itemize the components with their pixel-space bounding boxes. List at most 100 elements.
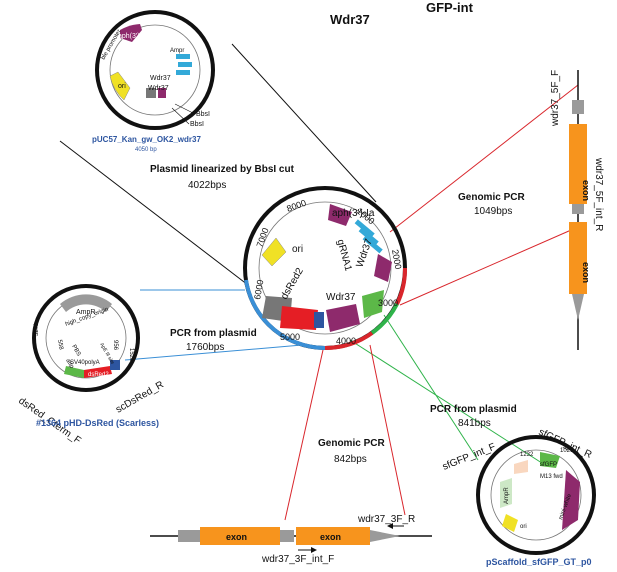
plasmid-center-green-arc xyxy=(370,303,399,335)
primer-wdr37-3f-r: wdr37_3F_R xyxy=(357,514,415,525)
plasmid-right-label-sfgfp: sfGFP xyxy=(540,462,557,468)
plasmid-top-label-ampr: Ampr xyxy=(170,48,184,54)
plasmid-right-label-1021: 1021 xyxy=(560,448,574,454)
genomic-pcr-lower-size: 842bps xyxy=(334,454,367,465)
plasmid-pcr-gfp-line-b xyxy=(349,339,546,466)
plasmid-top-label-ori: ori xyxy=(118,83,126,90)
center-label-wdr37-right: Wdr37 xyxy=(354,237,375,269)
gene-5f-exon-label-1: exon xyxy=(581,180,591,201)
plasmid-right-label-m13: M13 fwd xyxy=(540,474,563,480)
primer-wdr37-3f-int-f: wdr37_3F_int_F xyxy=(261,554,334,565)
plasmid-left-label-sv40: SV40polyA xyxy=(70,360,100,366)
linearization-line-right xyxy=(231,43,377,203)
plasmid-top-grna-feature-1 xyxy=(176,54,190,59)
plasmid-right-inner-ring xyxy=(490,449,582,541)
plasmid-left-ampr-feature xyxy=(60,294,112,312)
plasmid-left-label-dsred: dsRed2 xyxy=(88,372,109,378)
plasmid-right-label-1232: 1232 xyxy=(520,452,534,458)
gene-5f-end-arrow xyxy=(572,294,584,320)
genomic-pcr-5f-line-a xyxy=(389,84,579,233)
plasmid-left-label-1528: 1528 xyxy=(128,348,134,362)
primer-wdr37-5f-f: wdr37_5F_F xyxy=(550,70,561,127)
linearization-line-left xyxy=(59,140,249,286)
tick-2000: 2000 xyxy=(390,249,403,270)
plasmid-pcr-dsred-line-b xyxy=(124,344,303,361)
gene-5f-locus: exon exon wdr37_5F_F wdr37_5F_int_R xyxy=(550,70,604,350)
plasmid-left-label-attp: attp xyxy=(64,358,75,370)
plasmid-center-gfp-feature xyxy=(362,290,384,318)
genomic-pcr-upper-size: 1049bps xyxy=(474,206,512,217)
plasmid-pcr-left-size: 1760bps xyxy=(186,342,224,353)
gene-3f-exon-1 xyxy=(200,527,280,545)
plasmid-top-grna-feature-3 xyxy=(176,70,190,75)
plasmid-pcr-gfp-line-a xyxy=(383,314,479,461)
tick-6000: 6000 xyxy=(252,279,265,300)
gene-3f-end-arrow xyxy=(370,530,400,542)
gene-5f-exon-2 xyxy=(569,222,587,294)
plasmid-top-name: pUC57_Kan_gw_OK2_wdr37 xyxy=(92,135,201,144)
plasmid-top-label-aph: aph(3')-Ia xyxy=(118,33,148,40)
genomic-pcr-3f-line-a xyxy=(284,349,324,521)
plasmid-right-label-ori: ori xyxy=(520,524,527,530)
center-plasmid-caption: Plasmid linearized by BbsI cut xyxy=(150,164,295,175)
plasmid-left-name: #1364 pHD-DsRed (Scarless) xyxy=(36,418,159,428)
primer-wdr37-5f-int-r: wdr37_5F_int_R xyxy=(593,157,604,231)
plasmid-center-wdr37-feature-bottom xyxy=(326,304,360,332)
genomic-pcr-upper-title: Genomic PCR xyxy=(458,192,525,203)
plasmid-top: aph(3')-Ia ble promoter ori Wdr37 Wdr37 … xyxy=(95,10,215,130)
plasmid-center-inner-ring xyxy=(258,201,392,335)
plasmid-center-blue-block xyxy=(314,312,324,328)
plasmid-center-grna-3 xyxy=(362,235,383,254)
plasmid-left-label-3271: 3271 xyxy=(34,322,40,336)
center-label-wdr37-bottom: Wdr37 xyxy=(326,292,356,303)
plasmid-right-label-ampr: AmpR xyxy=(504,487,510,504)
plasmid-pcr-left-title: PCR from plasmid xyxy=(170,328,257,339)
center-plasmid-size: 4022bps xyxy=(188,180,226,191)
plasmid-left-green-feature xyxy=(64,366,84,378)
plasmid-pcr-right-title: PCR from plasmid xyxy=(430,404,517,415)
plasmid-center-blue-arc xyxy=(244,279,326,350)
gene-5f-intron-mid xyxy=(572,204,584,214)
plasmid-center-red-arc-2 xyxy=(324,331,374,351)
gene-3f-exon-label-2: exon xyxy=(320,532,341,542)
plasmid-top-aph-feature xyxy=(120,24,142,42)
plasmid-right-ampr-feature xyxy=(500,478,512,508)
gene-3f-locus: exon exon wdr37_3F_R wdr37_3F_int_F xyxy=(150,514,432,565)
plasmid-top-ori-feature xyxy=(109,71,131,101)
plasmid-top-backbone xyxy=(95,10,215,130)
plasmid-center-dsred-feature xyxy=(280,306,318,330)
plasmid-center-red-arc-1 xyxy=(395,267,408,305)
tick-8000: 8000 xyxy=(285,198,307,214)
plasmid-center-aph-feature xyxy=(328,204,352,226)
plasmid-right-name: pScaffold_sfGFP_GT_p0 xyxy=(486,557,592,567)
gene-5f-exon-label-2: exon xyxy=(581,262,591,283)
plasmid-left-label-558: 558 xyxy=(56,339,64,351)
plasmid-left-dsred-feature xyxy=(84,366,112,378)
plasmid-left: AmpR high_copy_origin ApE Ill site PBS 5… xyxy=(32,284,140,392)
gene-5f-intron-top xyxy=(572,100,584,114)
plasmid-center-grna-2 xyxy=(358,227,379,246)
plasmid-top-label-wdr37b: Wdr37 xyxy=(148,85,169,92)
plasmid-right-backbone xyxy=(476,435,596,555)
plasmid-left-label-956: 956 xyxy=(112,340,118,351)
plasmid-top-grna-feature-2 xyxy=(178,62,192,67)
plasmid-top-size: 4050 bp xyxy=(135,147,157,153)
tick-5000: 5000 xyxy=(280,332,300,342)
plasmid-top-label-bbsi-1: BbsI xyxy=(196,111,210,118)
plasmid-left-label-pbs: PBS xyxy=(70,344,81,357)
genomic-pcr-3f-line-b xyxy=(369,344,406,516)
plasmid-pcr-right-size: 841bps xyxy=(458,418,491,429)
plasmid-top-inner-ring xyxy=(109,24,201,116)
plasmid-top-wdr37-block-2 xyxy=(158,88,166,98)
plasmid-right-miniwhite-feature xyxy=(562,470,580,530)
plasmid-top-bbsi-pointer-1 xyxy=(174,103,196,115)
plasmid-center-ori-feature xyxy=(261,237,287,267)
gene-name: Wdr37 xyxy=(330,12,370,27)
genomic-pcr-5f-line-b xyxy=(399,226,579,306)
plasmid-right-ori-feature xyxy=(502,514,518,532)
tick-3000: 3000 xyxy=(378,298,398,308)
plasmid-top-label-bbsi-2: BbsI xyxy=(190,121,204,128)
plasmid-top-wdr37-block xyxy=(146,88,156,98)
